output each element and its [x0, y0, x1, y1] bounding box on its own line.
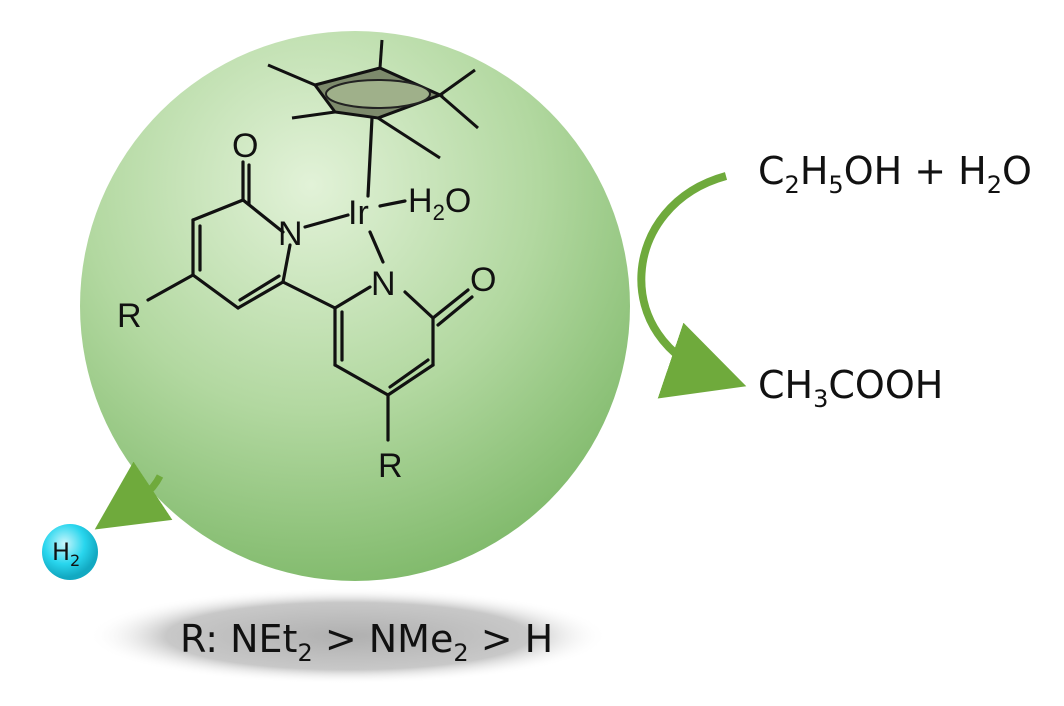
hydrogen-label: H2: [52, 538, 80, 570]
cp-star-ring: [267, 39, 479, 160]
legend-shadow: [88, 588, 608, 684]
catalyst-sphere: [80, 31, 630, 581]
product-label: CH3COOH: [758, 363, 943, 413]
atom-iridium: Ir: [348, 194, 369, 232]
atom-nitrogen-right: N: [371, 265, 396, 303]
atom-oxygen-right: O: [470, 261, 496, 299]
reactants-label: C2H5OH + H2O: [758, 149, 1032, 199]
ligand-bonds: [146, 116, 474, 442]
substituent-r-right: R: [378, 447, 403, 485]
hydrogen-arrow: [94, 461, 173, 530]
water-ligand: H2O: [408, 182, 471, 225]
hydrogen-ball: [42, 524, 98, 580]
substituent-r-left: R: [117, 297, 142, 335]
reaction-arrow: [637, 172, 747, 399]
substituent-order-legend: R: NEt2 > NMe2 > H: [180, 617, 553, 667]
atom-nitrogen-left: N: [278, 215, 303, 253]
atom-oxygen-left: O: [232, 127, 258, 165]
